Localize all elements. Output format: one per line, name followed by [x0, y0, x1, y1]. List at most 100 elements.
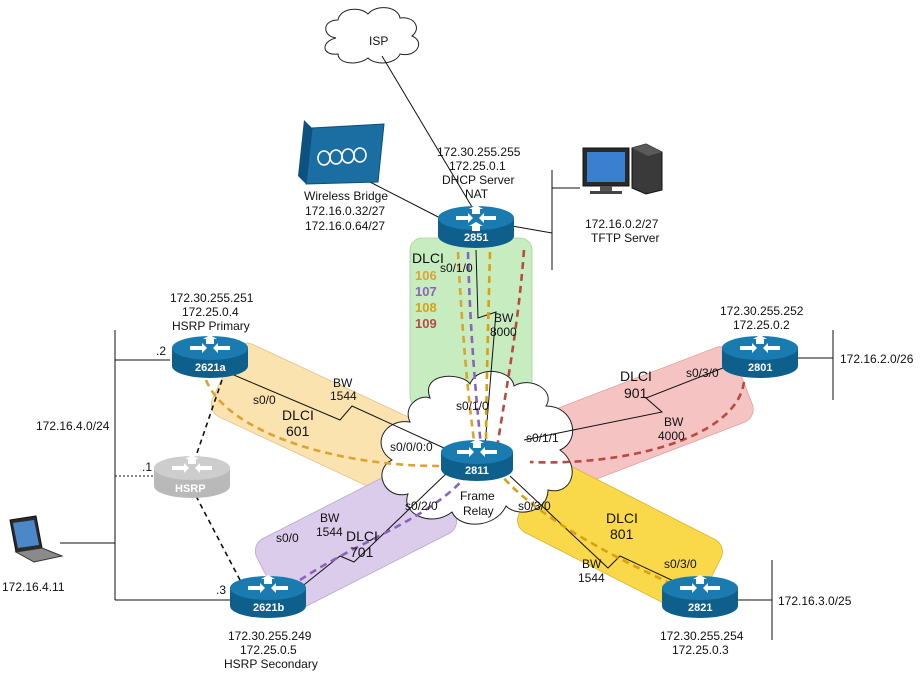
- router-icon: [248, 575, 288, 593]
- frame-relay-label-2: Relay: [463, 504, 494, 518]
- dlci-2851-107: 107: [415, 284, 437, 299]
- wireless-bridge: Wireless Bridge 172.16.0.32/27 172.16.0.…: [298, 120, 388, 233]
- pvc-801: [499, 473, 673, 586]
- link-2801-dlci: 901: [624, 385, 648, 401]
- router-2621b[interactable]: 2621b: [230, 575, 306, 618]
- link-2801-hub-iface: s0/1/1: [526, 431, 559, 445]
- laptop: 172.16.4.11: [2, 515, 65, 594]
- router-2851[interactable]: 2851: [438, 205, 514, 248]
- link-2621b-bw: 1544: [316, 525, 343, 539]
- host-hsrp-label: .1: [142, 460, 152, 474]
- router-2851-role-1: DHCP Server: [442, 173, 514, 187]
- host-2621a-label: .2: [156, 344, 166, 358]
- router-2621a-name: 2621a: [195, 362, 226, 374]
- router-icon: [680, 575, 720, 593]
- pvc-109: [494, 249, 526, 456]
- link-2621a-bw: 1544: [330, 389, 357, 403]
- router-2801-name: 2801: [748, 362, 772, 374]
- router-2811[interactable]: 2811: [441, 439, 513, 481]
- link-2851-hub-iface: s0/1/0: [456, 399, 489, 413]
- tftp-server-label: TFTP Server: [591, 231, 659, 245]
- router-2621a-ip-1: 172.30.255.251: [170, 291, 254, 305]
- link-2821-iface: s0/3/0: [664, 557, 697, 571]
- router-icon: [456, 205, 496, 231]
- computer-icon: [582, 143, 663, 195]
- isp-cloud-label: ISP: [369, 34, 388, 48]
- lan-2801-label: 172.16.2.0/26: [840, 352, 914, 366]
- pvc-901: [529, 381, 746, 464]
- router-2821[interactable]: 2821: [662, 575, 738, 618]
- pvc-108: [484, 251, 492, 456]
- router-hsrp-name: HSRP: [175, 483, 206, 495]
- link-2821-bw: 1544: [578, 571, 605, 585]
- router-hsrp[interactable]: HSRP: [154, 455, 230, 498]
- laptop-ip: 172.16.4.11: [2, 580, 65, 594]
- router-2621a[interactable]: 2621a: [172, 335, 248, 378]
- isp-cloud: ISP: [324, 7, 420, 64]
- router-icon: [172, 455, 212, 473]
- link-2621a-bw-label: BW: [333, 376, 353, 390]
- router-2621a-role: HSRP Primary: [172, 319, 250, 333]
- dlci-2851-106: 106: [415, 268, 437, 283]
- link-2821-dlci: 801: [610, 526, 634, 542]
- router-2621b-ip-2: 172.25.0.5: [240, 643, 297, 657]
- pvc-106: [456, 251, 478, 456]
- dlci-2851-title: DLCI: [412, 250, 444, 266]
- router-2851-role-2: NAT: [465, 187, 489, 201]
- frame-relay-label-1: Frame: [460, 489, 495, 503]
- pvc-107: [466, 251, 484, 456]
- pvc-links: [204, 249, 746, 586]
- tftp-server: 172.16.0.2/27 TFTP Server: [582, 143, 663, 245]
- link-2821-bw-label: BW: [582, 557, 602, 571]
- wireless-bridge-label: Wireless Bridge: [304, 189, 388, 203]
- wireless-bridge-net-1: 172.16.0.32/27: [305, 204, 385, 218]
- link-2621a-hub-iface: s0/0/0:0: [390, 440, 433, 454]
- router-2621b-role: HSRP Secondary: [224, 657, 318, 671]
- router-2851-ip-2: 172.25.0.1: [449, 159, 506, 173]
- tftp-server-ip: 172.16.0.2/27: [585, 217, 659, 231]
- wireless-bridge-icon: [305, 123, 385, 185]
- router-2801[interactable]: 2801: [722, 335, 798, 378]
- link-2851-iface: s0/1/0: [440, 261, 473, 275]
- dlci-2851-109: 109: [415, 316, 437, 331]
- link-2621b-dlci: 701: [350, 544, 374, 560]
- lan-2821-label: 172.16.3.0/25: [778, 594, 852, 608]
- link-2851-bw-label: BW: [494, 311, 514, 325]
- router-2851-ip-1: 172.30.255.255: [437, 145, 521, 159]
- pvc-701: [299, 471, 471, 582]
- link-2821-dlci-title: DLCI: [606, 510, 638, 526]
- router-2621b-name: 2621b: [253, 602, 284, 614]
- link-2621a-iface: s0/0: [253, 393, 276, 407]
- router-icon: [740, 335, 780, 353]
- link-2621b-dlci-title: DLCI: [346, 528, 378, 544]
- lan-left-label: 172.16.4.0/24: [36, 419, 110, 433]
- link-2621b-hub-iface: s0/2/0: [405, 499, 438, 513]
- router-2621a-ip-2: 172.25.0.4: [182, 305, 239, 319]
- router-2851-name: 2851: [464, 232, 488, 244]
- hsrp-links: [195, 379, 241, 581]
- link-2801-iface: s0/3/0: [686, 366, 719, 380]
- link-2821-hub-iface: s0/3/0: [518, 499, 551, 513]
- router-2801-ip-1: 172.30.255.252: [720, 304, 804, 318]
- router-2801-ip-2: 172.25.0.2: [733, 318, 790, 332]
- link-2621a-dlci-title: DLCI: [282, 407, 314, 423]
- link-2621b-iface: s0/0: [276, 531, 299, 545]
- laptop-icon: [9, 515, 64, 563]
- link-2851-bw: 8000: [490, 325, 517, 339]
- router-2821-ip-2: 172.25.0.3: [672, 643, 729, 657]
- dlci-2851-108: 108: [415, 300, 437, 315]
- link-2621a-dlci: 601: [286, 423, 310, 439]
- host-2621b-label: .3: [216, 583, 226, 597]
- link-2621b-bw-label: BW: [320, 511, 340, 525]
- router-2821-ip-1: 172.30.255.254: [660, 629, 744, 643]
- link-2801-bw-label: BW: [664, 415, 684, 429]
- router-2811-name: 2811: [465, 465, 489, 477]
- router-2621b-ip-1: 172.30.255.249: [228, 629, 312, 643]
- router-icon: [190, 335, 230, 353]
- physical-links: [60, 55, 834, 640]
- wireless-bridge-net-2: 172.16.0.64/27: [305, 219, 385, 233]
- pvc-601: [204, 379, 441, 468]
- router-2821-name: 2821: [688, 602, 712, 614]
- link-2801-bw: 4000: [658, 429, 685, 443]
